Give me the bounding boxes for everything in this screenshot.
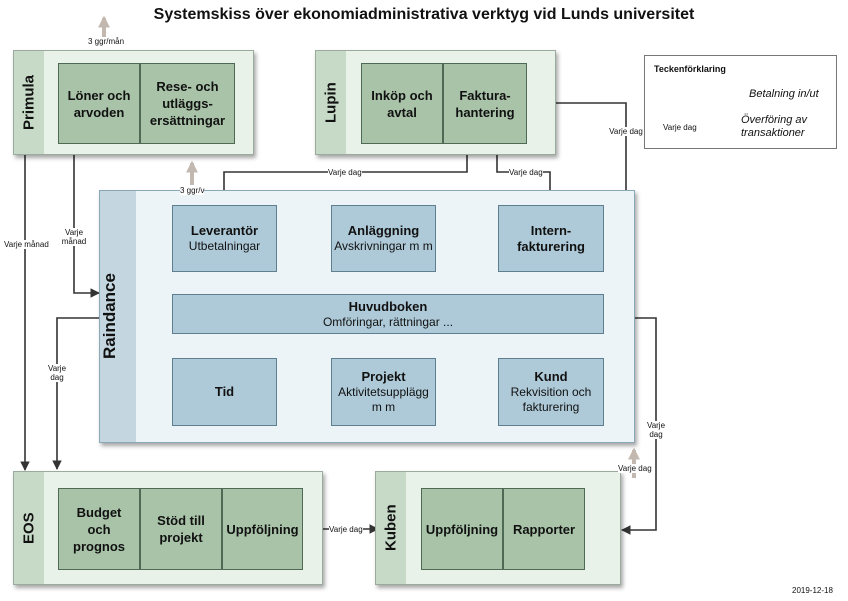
leverantor-title: Leverantör <box>190 223 259 238</box>
huvudboken-subtitle: Omföringar, rättningar ... <box>322 314 454 329</box>
projekt-title: Projekt <box>361 369 406 384</box>
lupin-label: Lupin <box>316 51 346 154</box>
kund-title: Kund <box>534 369 568 384</box>
raindance-label-text: Raindance <box>100 273 119 360</box>
flow-label-primula-out: 3 ggr/mån <box>88 37 125 46</box>
eos-box-budget: Budget och prognos <box>58 488 140 570</box>
primula-box-rese: Rese- och utläggs-ersättningar <box>140 63 235 144</box>
kund-subtitle: Rekvisition och fakturering <box>510 385 592 414</box>
raindance-eos-arrow <box>52 317 99 470</box>
kuben-box-uppfoljning: Uppföljning <box>421 488 503 570</box>
raindance-leverantor: Leverantör Utbetalningar <box>172 205 277 272</box>
anlaggning-subtitle: Avskrivningar m m <box>334 239 433 253</box>
kuben-box-rapporter: Rapporter <box>503 488 585 570</box>
diagram-date: 2019-12-18 <box>792 586 833 595</box>
anlaggning-title: Anläggning <box>347 223 420 238</box>
primula-box-loner: Löner och arvoden <box>58 63 140 144</box>
primula-label: Primula <box>14 51 44 154</box>
raindance-tid: Tid <box>172 358 277 426</box>
legend: Teckenförklaring Betalning in/ut Varje d… <box>644 55 837 149</box>
primula-raindance-arrow <box>73 155 100 298</box>
flow-label-lupin-intern: Varje dag <box>509 168 543 177</box>
flow-label-raindance-out: 3 ggr/v <box>180 186 205 195</box>
flow-label-eos-kuben: Varje dag <box>329 525 363 534</box>
raindance-projekt: Projekt Aktivitetsupplägg m m <box>331 358 436 426</box>
kuben-label: Kuben <box>376 472 406 584</box>
legend-transfer-desc: Överföring av transaktioner <box>741 114 808 139</box>
raindance-anlaggning: Anläggning Avskrivningar m m <box>331 205 436 272</box>
leverantor-subtitle: Utbetalningar <box>188 239 261 253</box>
legend-payment-label: Betalning in/ut <box>749 88 819 100</box>
flow-label-raindance-kuben: Varje dag <box>643 421 669 439</box>
raindance-kund: Kund Rekvisition och fakturering <box>498 358 604 426</box>
projekt-subtitle: Aktivitetsupplägg m m <box>338 385 429 414</box>
lupin-box-inkop: Inköp och avtal <box>361 63 443 144</box>
flow-label-raindance-eos: Varje dag <box>44 364 70 382</box>
legend-transfer-label: Varje dag <box>663 123 697 132</box>
flow-label-lupin-leverantor: Varje dag <box>328 168 362 177</box>
raindance-label: Raindance <box>100 191 136 442</box>
intern-title: Intern-fakturering <box>517 222 585 254</box>
eos-box-uppfoljning: Uppföljning <box>222 488 303 570</box>
lupin-box-faktura: Faktura-hantering <box>443 63 527 144</box>
flow-label-primula-raindance: Varje månad <box>60 228 88 246</box>
flow-label-primula-eos: Varje månad <box>4 240 49 249</box>
flow-label-intern-lupin: Varje dag <box>608 127 644 136</box>
diagram-title: Systemskiss över ekonomiadministrativa v… <box>153 6 695 23</box>
raindance-internfakturering: Intern-fakturering <box>498 205 604 272</box>
raindance-huvudboken: Huvudboken Omföringar, rättningar ... <box>172 294 604 334</box>
flow-label-kuben-in: Varje dag <box>618 464 652 473</box>
legend-heading: Teckenförklaring <box>654 64 726 74</box>
eos-box-stod: Stöd till projekt <box>140 488 222 570</box>
tid-title: Tid <box>214 384 235 399</box>
huvudboken-title: Huvudboken <box>348 298 428 314</box>
eos-label: EOS <box>14 472 44 584</box>
